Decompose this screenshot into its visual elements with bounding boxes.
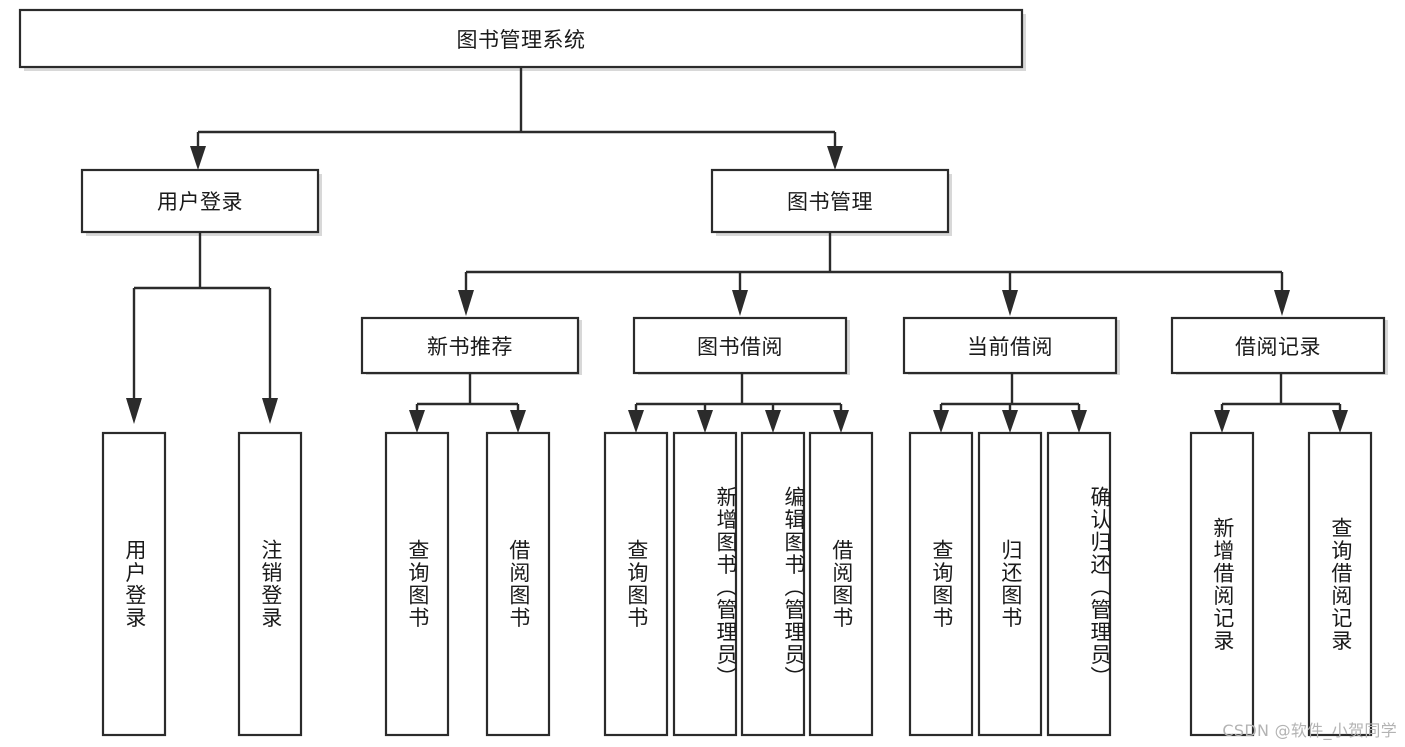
leaf-box-user-login-2[interactable]	[237, 431, 303, 737]
arrow-to-leaf-logout	[262, 398, 278, 424]
leaf-box-current-borrow-1[interactable]	[908, 431, 974, 737]
node-box-book-borrow[interactable]	[632, 316, 848, 375]
connector-bookborrow-to-leaves	[634, 372, 843, 412]
watermark-text: CSDN @软件_小贺同学	[1222, 721, 1397, 740]
arrow-to-book-manage	[827, 146, 843, 170]
label-current-borrow: 当前借阅	[967, 334, 1053, 359]
label-book-borrow: 图书借阅	[697, 334, 783, 359]
connector-bookmanage-to-level3	[464, 232, 1284, 292]
leaf-box-current-borrow-2[interactable]	[977, 431, 1043, 737]
node-box-new-book-recommend[interactable]	[360, 316, 580, 375]
arrow-currentborrow-leaf-3	[1071, 410, 1087, 433]
leaf-box-borrow-record-1[interactable]	[1189, 431, 1255, 737]
leaf-label-book-borrow-2: 新增图书（管理员）	[714, 485, 736, 689]
leaf-box-new-book-2[interactable]	[485, 431, 551, 737]
leaf-label-book-borrow-4: 借阅图书	[829, 539, 854, 629]
leaf-label-borrow-record-1: 新增借阅记录	[1210, 516, 1235, 652]
leaf-box-borrow-record-2[interactable]	[1307, 431, 1373, 737]
leaf-box-book-borrow-1[interactable]	[603, 431, 669, 737]
arrow-currentborrow-leaf-2	[1002, 410, 1018, 433]
leaf-label-new-book-2: 借阅图书	[506, 539, 531, 629]
arrow-bookborrow-leaf-2	[697, 410, 713, 433]
leaf-label-current-borrow-2: 归还图书	[998, 539, 1023, 629]
leaf-box-current-borrow-3[interactable]	[1046, 431, 1112, 737]
node-box-book-manage[interactable]	[710, 168, 950, 234]
leaf-label-book-borrow-3: 编辑图书（管理员）	[782, 485, 804, 689]
node-box-borrow-record[interactable]	[1170, 316, 1386, 375]
label-book-manage: 图书管理	[787, 190, 873, 214]
arrow-to-borrow-record	[1274, 290, 1290, 316]
connector-userlogin-to-leaves	[132, 232, 272, 400]
arrow-bookborrow-leaf-3	[765, 410, 781, 433]
leaf-box-new-book-1[interactable]	[384, 431, 450, 737]
leaf-label-current-borrow-1: 查询图书	[929, 539, 954, 629]
label-new-book-recommend: 新书推荐	[427, 334, 513, 359]
leaf-box-user-login-1[interactable]	[101, 431, 167, 737]
node-box-user-login[interactable]	[80, 168, 320, 234]
arrow-to-new-book-recommend	[458, 290, 474, 316]
node-box-current-borrow[interactable]	[902, 316, 1118, 375]
arrow-to-leaf-user-login	[126, 398, 142, 424]
leaf-box-book-borrow-4[interactable]	[808, 431, 874, 737]
arrow-newbook-leaf-2	[510, 410, 526, 433]
label-root: 图书管理系统	[456, 27, 586, 52]
leaf-label-user-login-2: 注销登录	[258, 539, 283, 629]
arrow-borrowrecord-leaf-1	[1214, 410, 1230, 433]
leaf-box-book-borrow-2[interactable]	[672, 431, 738, 737]
arrow-to-user-login	[190, 146, 206, 170]
connector-borrowrecord-to-leaves	[1220, 372, 1342, 412]
arrow-bookborrow-leaf-1	[628, 410, 644, 433]
leaf-label-borrow-record-2: 查询借阅记录	[1328, 516, 1353, 652]
connector-newbook-to-leaves	[415, 372, 520, 412]
leaf-label-book-borrow-1: 查询图书	[624, 539, 649, 629]
leaf-label-current-borrow-3: 确认归还（管理员）	[1088, 485, 1110, 689]
leaf-box-book-borrow-3[interactable]	[740, 431, 806, 737]
node-box-root[interactable]	[18, 8, 1024, 69]
arrow-to-current-borrow	[1002, 290, 1018, 316]
arrow-bookborrow-leaf-4	[833, 410, 849, 433]
connector-currentborrow-to-leaves	[939, 372, 1081, 412]
arrow-borrowrecord-leaf-2	[1332, 410, 1348, 433]
arrow-currentborrow-leaf-1	[933, 410, 949, 433]
connector-root-to-level2	[196, 67, 837, 148]
arrow-to-book-borrow	[732, 290, 748, 316]
leaf-label-user-login-1: 用户登录	[122, 539, 147, 629]
arrow-newbook-leaf-1	[409, 410, 425, 433]
label-user-login: 用户登录	[157, 190, 243, 214]
leaf-label-new-book-1: 查询图书	[405, 539, 430, 629]
label-borrow-record: 借阅记录	[1235, 334, 1321, 359]
